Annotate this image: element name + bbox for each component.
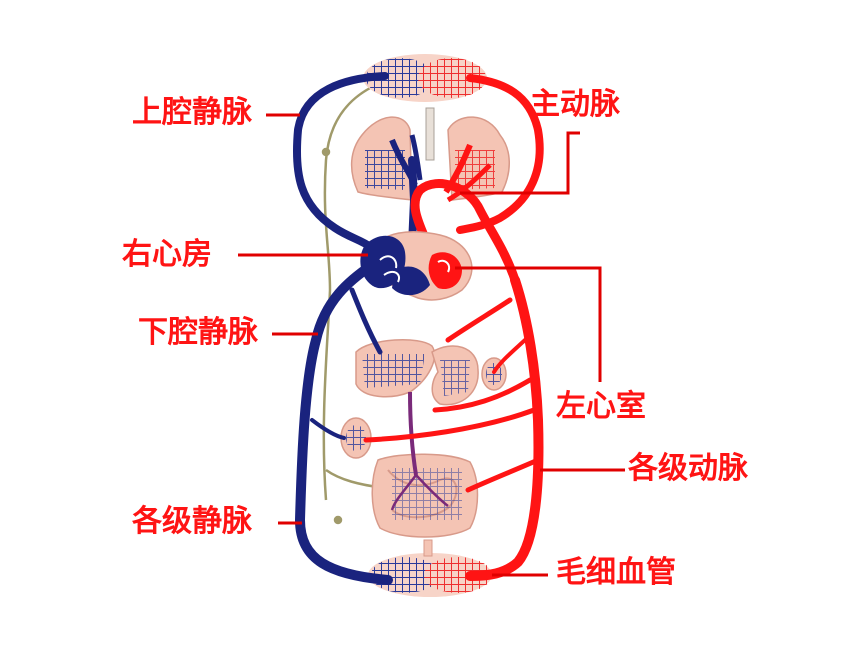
arterial-system xyxy=(363,74,544,581)
upper-capillary-bed xyxy=(363,54,487,102)
label-left-ventricle: 左心室 xyxy=(556,389,646,424)
label-arteries: 各级动脉 xyxy=(628,451,748,486)
label-aorta: 主动脉 xyxy=(530,87,620,122)
left-ventricle-shape xyxy=(428,252,462,290)
label-veins: 各级静脉 xyxy=(132,504,252,539)
label-superior-vena-cava: 上腔静脉 xyxy=(132,95,252,130)
label-capillaries: 毛细血管 xyxy=(556,555,676,590)
leader-left-ventricle xyxy=(455,266,602,382)
lower-capillary-bed xyxy=(368,553,492,597)
label-right-atrium: 右心房 xyxy=(122,237,212,272)
label-inferior-vena-cava: 下腔静脉 xyxy=(138,315,258,350)
abdominal-organs xyxy=(340,339,507,557)
heart xyxy=(360,231,473,301)
leader-aorta xyxy=(460,131,580,195)
leader-lines xyxy=(238,113,625,577)
